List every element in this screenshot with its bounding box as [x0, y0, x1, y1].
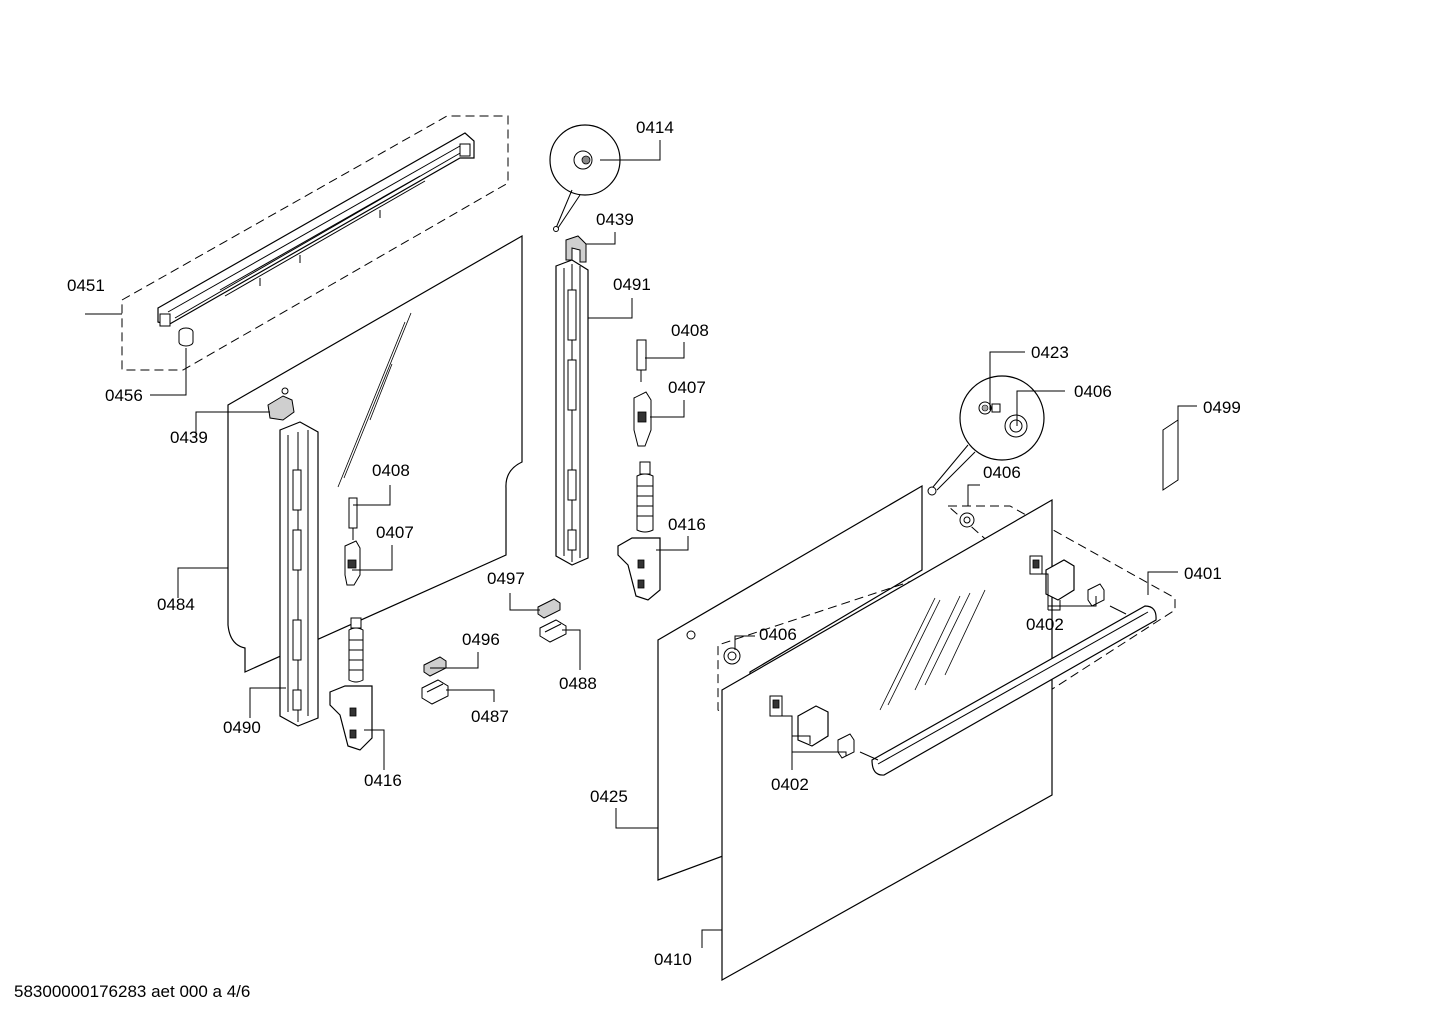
callout-0407: 0407 — [668, 378, 706, 397]
door-handle — [859, 605, 1157, 776]
bracket-0487 — [421, 679, 449, 705]
pin-0408-right — [636, 339, 647, 382]
door-rail-0491 — [555, 259, 589, 566]
callout-0425: 0425 — [590, 787, 628, 806]
callout-0402: 0402 — [771, 775, 809, 794]
callout-0408: 0408 — [372, 461, 410, 480]
callout-0406: 0406 — [1074, 382, 1112, 401]
callout-0496: 0496 — [462, 630, 500, 649]
inner-glass-pane-0484 — [227, 234, 523, 673]
sleeve-0407-left — [344, 540, 361, 586]
callout-0406: 0406 — [983, 463, 1021, 482]
clip-0496 — [423, 656, 447, 677]
callout-0456: 0456 — [105, 386, 143, 405]
hinge-0416-left — [329, 617, 373, 751]
detail-circle-0423 — [927, 375, 1045, 496]
callout-0497: 0497 — [487, 569, 525, 588]
callout-0490: 0490 — [223, 718, 261, 737]
callout-0491: 0491 — [613, 275, 651, 294]
callout-0488: 0488 — [559, 674, 597, 693]
callout-0423: 0423 — [1031, 343, 1069, 362]
clip-0497 — [537, 598, 561, 619]
callout-0499: 0499 — [1203, 398, 1241, 417]
handle-assembly-box — [717, 505, 1176, 801]
callout-0406: 0406 — [759, 625, 797, 644]
callout-0451: 0451 — [67, 276, 105, 295]
callout-0410: 0410 — [654, 950, 692, 969]
end-cap-0456 — [178, 327, 194, 347]
callout-0484: 0484 — [157, 595, 195, 614]
bracket-0488 — [539, 619, 567, 643]
callout-0439: 0439 — [170, 428, 208, 447]
callout-labels: 0451 0456 0439 0484 0490 0408 0407 0416 … — [67, 118, 1241, 969]
top-trim-assembly — [121, 115, 509, 371]
hinge-0416-right — [617, 461, 661, 601]
clip-0439-left — [267, 395, 295, 421]
callout-0416: 0416 — [364, 771, 402, 790]
callout-0401: 0401 — [1184, 564, 1222, 583]
door-rail-0490 — [279, 421, 319, 727]
callout-0416: 0416 — [668, 515, 706, 534]
label-0499 — [1162, 419, 1179, 491]
callout-0487: 0487 — [471, 707, 509, 726]
pin-0408-left — [348, 497, 358, 540]
callout-0439: 0439 — [596, 210, 634, 229]
callout-0402: 0402 — [1026, 615, 1064, 634]
outer-door-0410 — [721, 498, 1053, 982]
clip-0439-right — [565, 235, 587, 263]
leader-lines — [85, 140, 1197, 948]
callout-0408: 0408 — [671, 321, 709, 340]
callout-0407: 0407 — [376, 523, 414, 542]
callout-0414: 0414 — [636, 118, 674, 137]
sleeve-0407-right — [633, 391, 652, 447]
document-id: 58300000176283 aet 000 a 4/6 — [14, 982, 251, 1001]
handle-bracket-0402-right — [1029, 555, 1105, 607]
detail-circle-0414 — [549, 124, 621, 232]
